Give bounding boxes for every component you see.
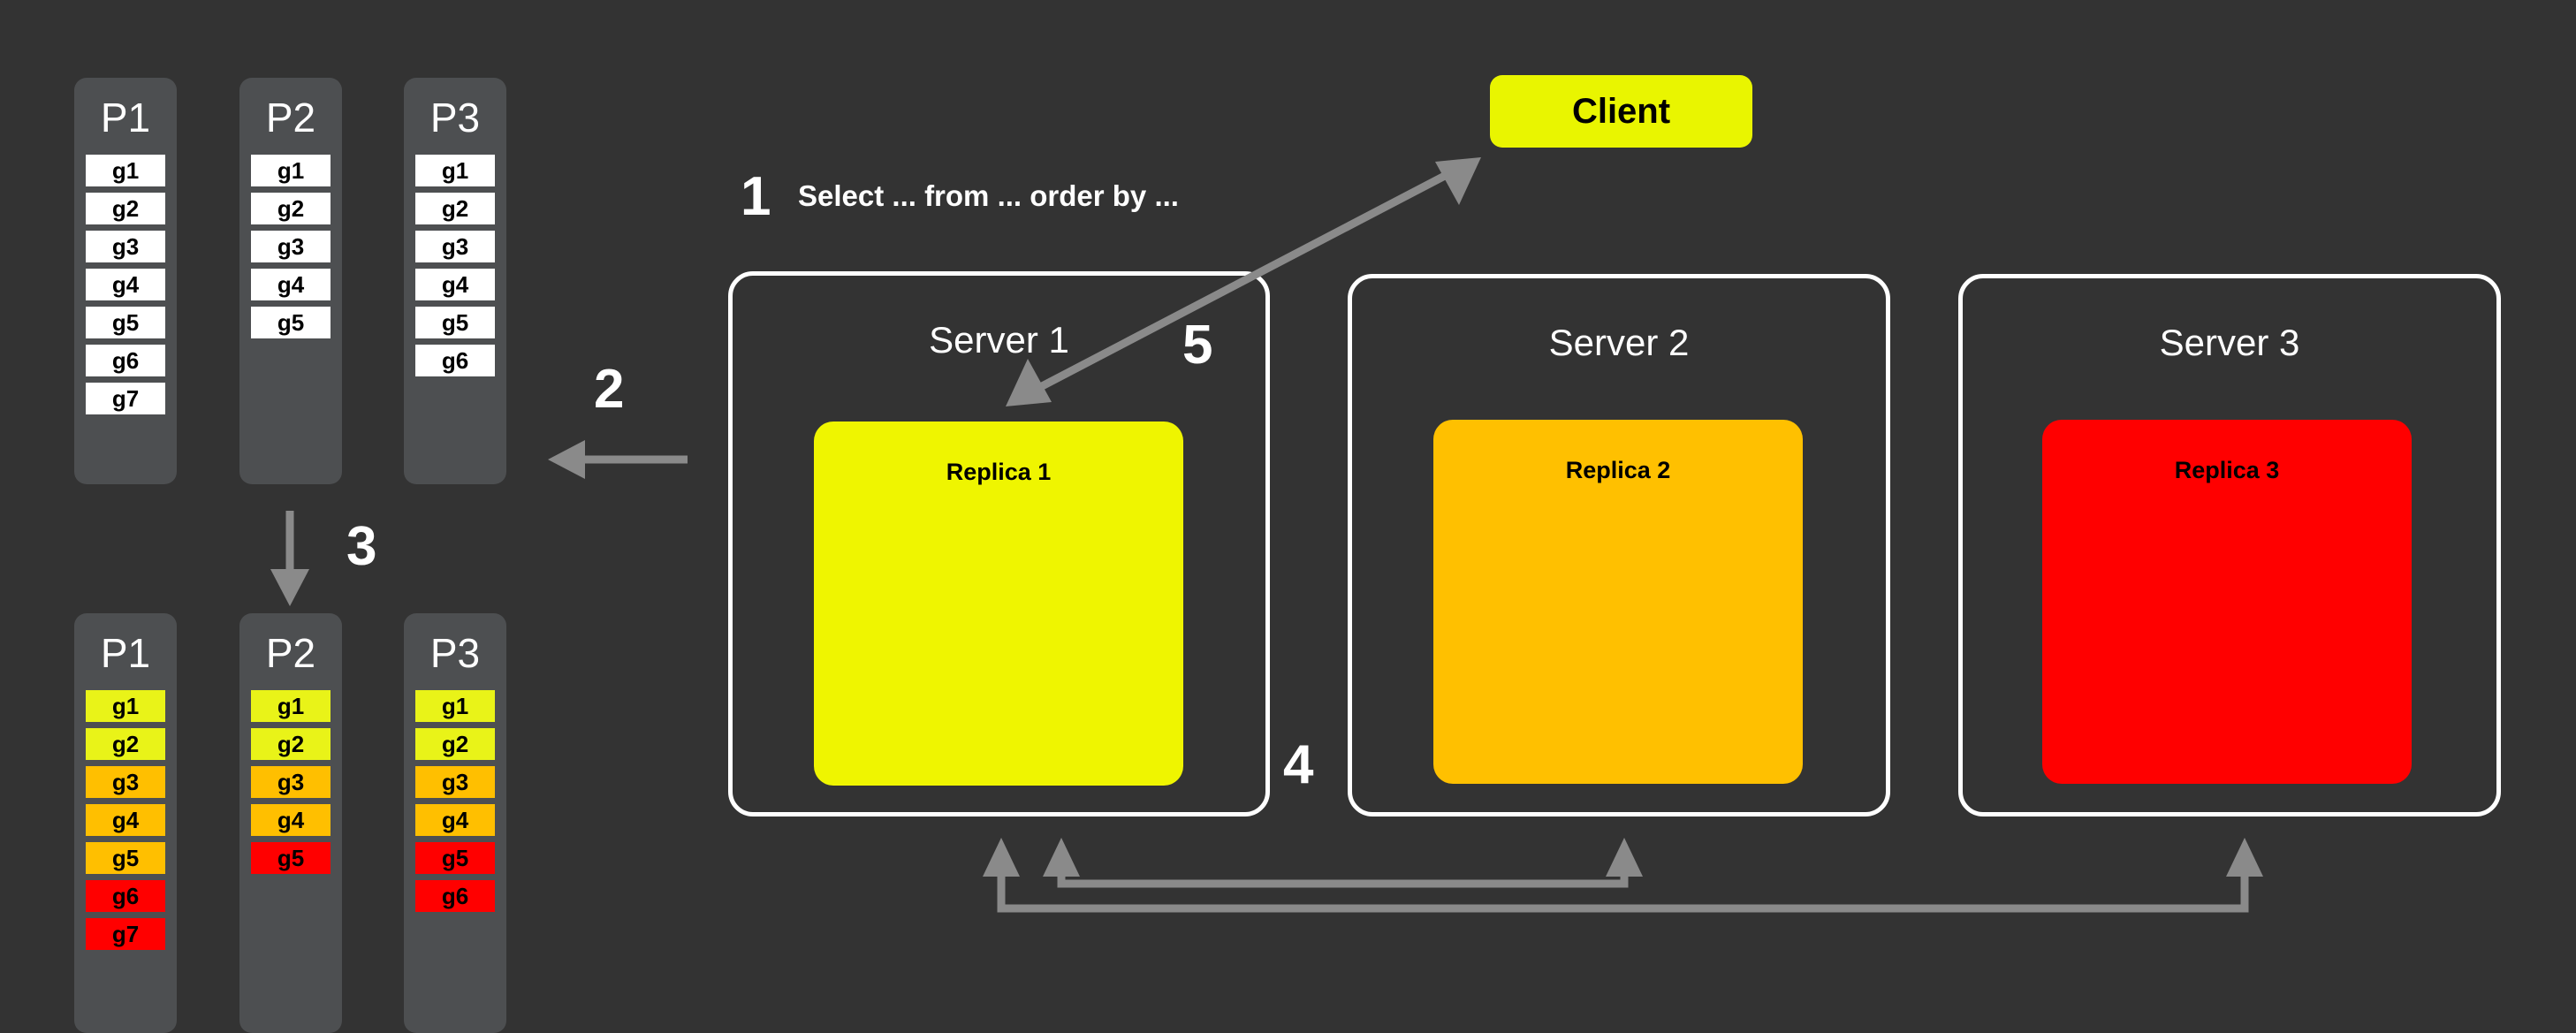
partition-cell: g1 [415, 690, 495, 722]
replica-label: Replica 1 [946, 459, 1052, 485]
partition-cell: g3 [86, 231, 165, 262]
replica-box-1[interactable]: Replica 1 [814, 422, 1183, 786]
partition-cell: g5 [251, 307, 331, 338]
partition-cell: g3 [86, 766, 165, 798]
partition-cell: g6 [86, 345, 165, 376]
arrow-step-2 [548, 440, 688, 479]
replica-box-2[interactable]: Replica 2 [1433, 420, 1803, 784]
partition-cell: g4 [251, 269, 331, 300]
step-number-1: 1 [741, 166, 771, 227]
partition-cell: g5 [86, 307, 165, 338]
partition-column-p3-after: P3 g1 g2 g3 g4 g5 g6 [404, 613, 506, 1033]
partition-cell: g1 [251, 690, 331, 722]
partition-cell: g4 [415, 804, 495, 836]
partition-label: P1 [100, 630, 151, 676]
step-number-4: 4 [1283, 734, 1314, 795]
partition-cell: g1 [86, 690, 165, 722]
partition-cell: g3 [415, 766, 495, 798]
step-number-3: 3 [346, 516, 377, 577]
partition-cell: g4 [415, 269, 495, 300]
partition-column-p2-before: P2 g1 g2 g3 g4 g5 [239, 78, 342, 484]
step-number-5: 5 [1182, 315, 1213, 376]
partition-column-p1-before: P1 g1 g2 g3 g4 g5 g6 g7 [74, 78, 177, 484]
partition-label: P3 [429, 95, 481, 141]
replica-box-3[interactable]: Replica 3 [2042, 420, 2412, 784]
partition-cells: g1 g2 g3 g4 g5 [239, 155, 342, 338]
partition-cell: g4 [251, 804, 331, 836]
partition-cells: g1 g2 g3 g4 g5 [239, 690, 342, 874]
partition-cell: g6 [415, 345, 495, 376]
arrow-step-4-server3 [983, 838, 2263, 913]
partition-cell: g2 [415, 728, 495, 760]
query-text: Select ... from ... order by ... [798, 179, 1179, 212]
replica-label: Replica 3 [2174, 457, 2280, 483]
server-title: Server 3 [2159, 322, 2300, 363]
client-label: Client [1571, 91, 1671, 131]
partition-column-p1-after: P1 g1 g2 g3 g4 g5 g6 g7 [74, 613, 177, 1033]
partition-cells: g1 g2 g3 g4 g5 g6 g7 [74, 690, 177, 950]
partition-cell: g6 [86, 880, 165, 912]
partition-cell: g2 [415, 193, 495, 224]
partition-cell: g5 [415, 307, 495, 338]
partition-cells: g1 g2 g3 g4 g5 g6 [404, 155, 506, 376]
partition-column-p2-after: P2 g1 g2 g3 g4 g5 [239, 613, 342, 1033]
partition-cell: g5 [251, 842, 331, 874]
partition-cell: g6 [415, 880, 495, 912]
step-number-2: 2 [594, 359, 625, 420]
partition-cell: g4 [86, 269, 165, 300]
replica-label: Replica 2 [1565, 457, 1671, 483]
partition-cell: g2 [251, 728, 331, 760]
partition-cell: g3 [415, 231, 495, 262]
partition-cell: g5 [86, 842, 165, 874]
client-box[interactable]: Client [1490, 75, 1752, 148]
partition-cell: g4 [86, 804, 165, 836]
partition-cells: g1 g2 g3 g4 g5 g6 [404, 690, 506, 912]
partition-label: P3 [429, 630, 481, 676]
partition-label: P2 [265, 95, 316, 141]
partition-cell: g2 [86, 728, 165, 760]
partition-cells: g1 g2 g3 g4 g5 g6 g7 [74, 155, 177, 414]
partition-label: P1 [100, 95, 151, 141]
server-title: Server 2 [1548, 322, 1690, 363]
partition-cell: g1 [86, 155, 165, 186]
partition-cell: g3 [251, 766, 331, 798]
arrow-step-4-server2 [1043, 838, 1643, 888]
partition-cell: g3 [251, 231, 331, 262]
partition-column-p3-before: P3 g1 g2 g3 g4 g5 g6 [404, 78, 506, 484]
partition-cell: g2 [251, 193, 331, 224]
partition-cell: g1 [251, 155, 331, 186]
partition-label: P2 [265, 630, 316, 676]
partition-cell: g5 [415, 842, 495, 874]
partition-cell: g1 [415, 155, 495, 186]
partition-cell: g2 [86, 193, 165, 224]
partition-cell: g7 [86, 918, 165, 950]
arrow-step-3 [270, 511, 309, 606]
partition-cell: g7 [86, 383, 165, 414]
